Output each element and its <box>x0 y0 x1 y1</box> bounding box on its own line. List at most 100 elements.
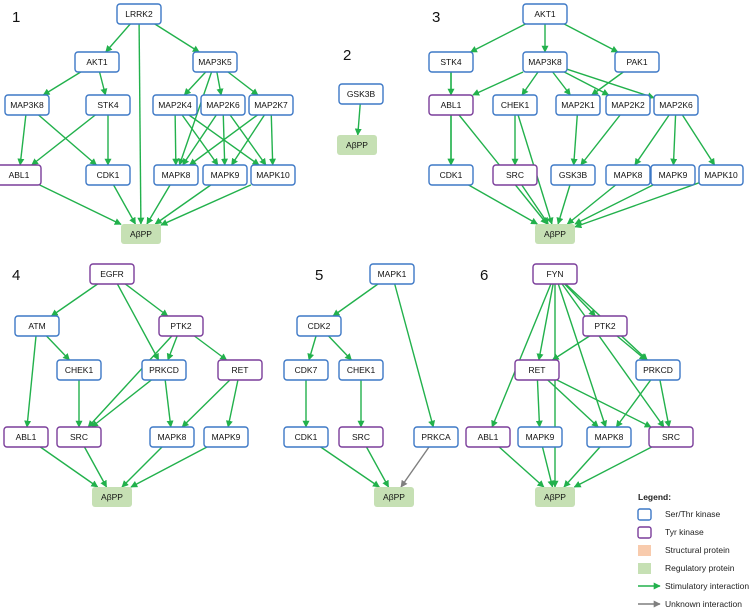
stimulatory-edge-ptk2-to-src <box>87 335 173 428</box>
node-label: CHEK1 <box>65 365 94 375</box>
ser-thr-kinase-box <box>153 164 199 186</box>
legend-swatch <box>638 563 651 574</box>
edges-layer <box>17 23 716 488</box>
stimulatory-edge-mapk9-to-app <box>541 446 555 488</box>
stimulatory-edge-map3k5-to-map2k4 <box>183 71 207 96</box>
stimulatory-edge-map3k5-to-mapk8 <box>178 71 213 166</box>
ser-thr-kinase-box <box>192 51 238 73</box>
node-map2k4: MAP2K4 <box>152 94 198 116</box>
node-label: GSK3B <box>559 170 588 180</box>
stimulatory-edge-ret-to-mapk8 <box>181 379 231 428</box>
tyr-kinase-box <box>492 164 538 186</box>
node-label: MAP3K8 <box>10 100 44 110</box>
stimulatory-edge-gsk3b-to-app <box>354 103 362 136</box>
node-gsk3b: GSK3B <box>550 164 596 186</box>
stimulatory-edge-map3k8-to-cdk1 <box>38 114 97 166</box>
stimulatory-edge-fyn-to-abl1 <box>491 283 552 428</box>
stimulatory-edge-src-to-app <box>83 446 108 488</box>
stimulatory-edge-cdk2-to-cdk7 <box>307 335 317 361</box>
ser-thr-kinase-box <box>141 359 187 381</box>
tyr-kinase-box <box>532 263 578 285</box>
node-chek1: CHEK1 <box>492 94 538 116</box>
node-label: AβPP <box>346 140 368 150</box>
node-label: MAPK10 <box>256 170 290 180</box>
stimulatory-edge-mapk1-to-prkca <box>394 283 436 428</box>
tyr-kinase-box <box>338 426 384 448</box>
node-label: MAP2K2 <box>611 100 645 110</box>
node-mapk10: MAPK10 <box>250 164 296 186</box>
unknown-edge-prkca-to-app <box>400 446 430 488</box>
node-label: STK4 <box>97 100 119 110</box>
node-prkcd: PRKCD <box>635 359 681 381</box>
node-ret: RET <box>217 359 263 381</box>
regulatory-protein-box <box>535 487 575 507</box>
ser-thr-kinase-box <box>149 426 195 448</box>
node-app: AβPP <box>535 487 575 507</box>
ser-thr-kinase-box <box>614 51 660 73</box>
node-akt1: AKT1 <box>522 3 568 25</box>
panel-number: 5 <box>315 267 323 284</box>
node-label: MAP2K6 <box>659 100 693 110</box>
node-mapk9: MAPK9 <box>650 164 696 186</box>
ser-thr-kinase-box <box>413 426 459 448</box>
node-map3k8: MAP3K8 <box>4 94 50 116</box>
stimulatory-edge-mapk8-to-app <box>566 184 617 225</box>
node-label: PTK2 <box>594 321 616 331</box>
node-label: PRKCD <box>643 365 673 375</box>
node-label: PTK2 <box>170 321 192 331</box>
regulatory-protein-box <box>535 224 575 244</box>
node-gsk3b: GSK3B <box>338 83 384 105</box>
node-app: AβPP <box>121 224 161 244</box>
legend-item-stim: Stimulatory interaction <box>638 581 749 591</box>
node-label: MAPK9 <box>659 170 688 180</box>
stimulatory-edge-prkcd-to-mapk8 <box>615 379 652 428</box>
legend-label: Regulatory protein <box>665 563 735 573</box>
tyr-kinase-box <box>158 315 204 337</box>
node-label: AKT1 <box>86 57 108 67</box>
stimulatory-edge-akt1-to-pak1 <box>563 23 619 53</box>
node-label: PRKCA <box>421 432 451 442</box>
ser-thr-kinase-box <box>369 263 415 285</box>
stimulatory-edge-src-to-app <box>365 446 390 488</box>
legend-item-reg: Regulatory protein <box>638 563 735 574</box>
ser-thr-kinase-box <box>586 426 632 448</box>
stimulatory-edge-fyn-to-ret <box>536 283 554 361</box>
node-label: AβPP <box>130 229 152 239</box>
node-label: LRRK2 <box>125 9 153 19</box>
stimulatory-edge-map3k8-to-chek1 <box>521 71 539 96</box>
ser-thr-kinase-box <box>522 51 568 73</box>
ser-thr-kinase-box <box>152 94 198 116</box>
ser-thr-kinase-box <box>517 426 563 448</box>
node-map2k1: MAP2K1 <box>555 94 601 116</box>
stimulatory-edge-mapk9-to-app <box>154 184 212 225</box>
node-label: MAP2K1 <box>561 100 595 110</box>
tyr-kinase-box <box>89 263 135 285</box>
node-map2k6: MAP2K6 <box>200 94 246 116</box>
stimulatory-edge-map2k6-to-mapk8 <box>634 114 670 166</box>
node-label: FYN <box>547 269 564 279</box>
stimulatory-edge-mapk9-to-app <box>574 184 654 225</box>
ser-thr-kinase-box <box>650 164 696 186</box>
node-mapk8: MAPK8 <box>153 164 199 186</box>
node-mapk9: MAPK9 <box>202 164 248 186</box>
stimulatory-edge-ptk2-to-ret <box>551 335 590 361</box>
stimulatory-edge-lrrk2-to-akt1 <box>105 23 131 53</box>
ser-thr-kinase-box <box>698 164 744 186</box>
stimulatory-edge-src-to-app <box>573 446 652 488</box>
stimulatory-edge-abl1-to-app <box>498 446 545 488</box>
stimulatory-edge-akt1-to-stk4 <box>469 23 526 53</box>
node-label: CHEK1 <box>347 365 376 375</box>
ser-thr-kinase-box <box>296 315 342 337</box>
stimulatory-edge-stk4-to-abl1 <box>31 114 96 166</box>
node-egfr: EGFR <box>89 263 135 285</box>
tyr-kinase-box <box>648 426 694 448</box>
node-label: AβPP <box>101 492 123 502</box>
panel-number: 1 <box>12 9 20 26</box>
ser-thr-kinase-box <box>283 426 329 448</box>
stimulatory-edge-map3k8-to-map2k1 <box>552 71 571 96</box>
node-label: SRC <box>662 432 680 442</box>
stimulatory-edge-map3k8-to-abl1 <box>17 114 27 166</box>
legend-item-structural: Structural protein <box>638 545 730 556</box>
node-src: SRC <box>648 426 694 448</box>
node-map2k2: MAP2K2 <box>605 94 651 116</box>
